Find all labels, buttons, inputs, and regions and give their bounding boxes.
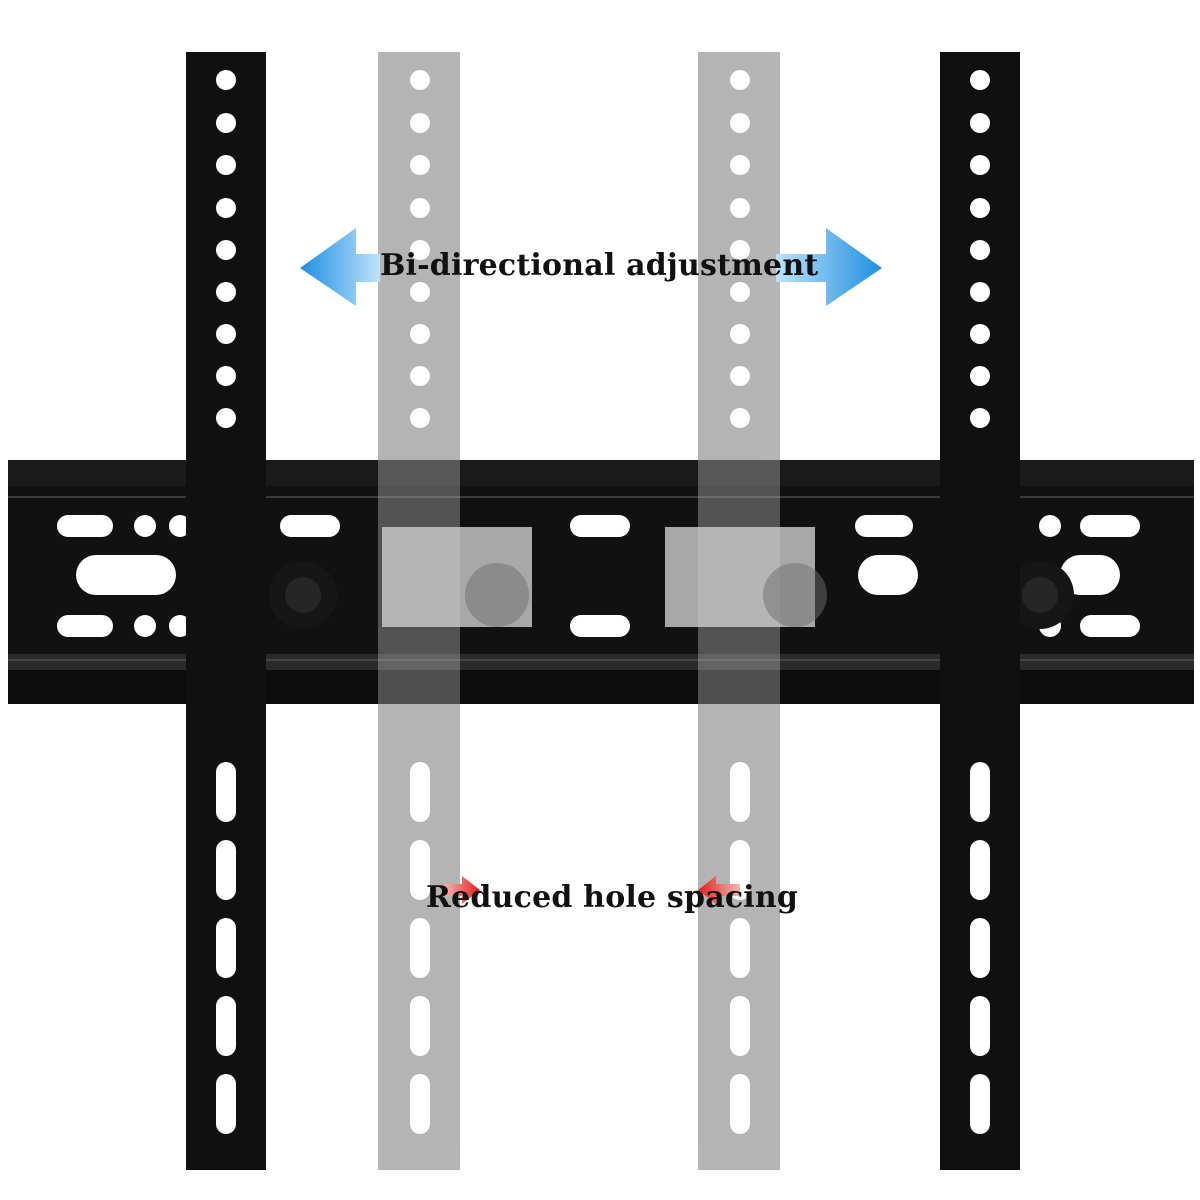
ghost-knob-left (465, 563, 529, 627)
mount-slot (970, 762, 990, 822)
mount-slot (730, 762, 750, 822)
mount-hole (216, 324, 236, 344)
knob-right (1006, 561, 1074, 629)
mount-hole (216, 198, 236, 218)
mount-slot (216, 996, 236, 1056)
mount-slot (410, 840, 430, 900)
mount-hole (730, 70, 750, 90)
rail-slot (57, 615, 113, 637)
mount-hole (410, 198, 430, 218)
rail-slot (570, 515, 630, 537)
ghost-arm-left-overlay (378, 460, 460, 704)
mount-hole (970, 198, 990, 218)
rail-slot (858, 555, 918, 595)
mount-hole (216, 366, 236, 386)
mount-hole (970, 408, 990, 428)
mount-slot (216, 762, 236, 822)
rail-slot (1080, 615, 1140, 637)
mount-hole (216, 282, 236, 302)
mount-hole (730, 408, 750, 428)
mount-hole (730, 282, 750, 302)
mount-hole (970, 282, 990, 302)
mount-slot (730, 1074, 750, 1134)
arm-right (940, 52, 1020, 1170)
mount-hole (730, 113, 750, 133)
mount-hole (730, 366, 750, 386)
mount-hole (410, 70, 430, 90)
rail-slot (570, 615, 630, 637)
mount-hole (970, 155, 990, 175)
mount-slot (410, 762, 430, 822)
mount-hole (410, 155, 430, 175)
mount-hole (730, 240, 750, 260)
rail-slot (57, 515, 113, 537)
knob-left (269, 561, 337, 629)
mount-slot (730, 918, 750, 978)
mount-hole (410, 282, 430, 302)
mount-slot (410, 996, 430, 1056)
rail-slot (1060, 555, 1120, 595)
mount-hole (216, 155, 236, 175)
mount-hole (410, 113, 430, 133)
rail-slot (76, 555, 176, 595)
arm-left (186, 52, 266, 1170)
mount-slot (970, 1074, 990, 1134)
mount-hole (410, 324, 430, 344)
rail-hole (169, 615, 191, 637)
rail-slot (855, 515, 913, 537)
mount-hole (970, 366, 990, 386)
caption-reduced-hole-spacing: Reduced hole spacing (426, 880, 799, 915)
mount-hole (970, 113, 990, 133)
caption-bi-directional-adjustment: Bi-directional adjustment (380, 248, 819, 283)
rail-slot (1080, 515, 1140, 537)
mount-hole (410, 408, 430, 428)
mount-slot (410, 1074, 430, 1134)
inward-arrows-icon (444, 876, 740, 904)
rail-hole (169, 515, 191, 537)
mount-hole (970, 324, 990, 344)
rail-slot (280, 515, 340, 537)
mount-hole (730, 198, 750, 218)
mount-slot (216, 840, 236, 900)
rail-hole (1039, 515, 1061, 537)
mount-hole (730, 324, 750, 344)
mount-slot (410, 918, 430, 978)
mount-hole (216, 70, 236, 90)
rail-hole (134, 615, 156, 637)
mount-slot (970, 918, 990, 978)
mount-slot (970, 840, 990, 900)
mount-slot (730, 996, 750, 1056)
rail-hole (134, 515, 156, 537)
mount-hole (970, 240, 990, 260)
mount-hole (216, 240, 236, 260)
mount-hole (216, 408, 236, 428)
mount-hole (410, 366, 430, 386)
double-headed-arrow-icon (300, 228, 882, 306)
mount-slot (970, 996, 990, 1056)
mount-hole (410, 240, 430, 260)
mount-hole (730, 155, 750, 175)
mount-hole (216, 113, 236, 133)
mount-hole (970, 70, 990, 90)
mount-slot (216, 918, 236, 978)
ghost-knob-right (763, 563, 827, 627)
mount-slot (216, 1074, 236, 1134)
